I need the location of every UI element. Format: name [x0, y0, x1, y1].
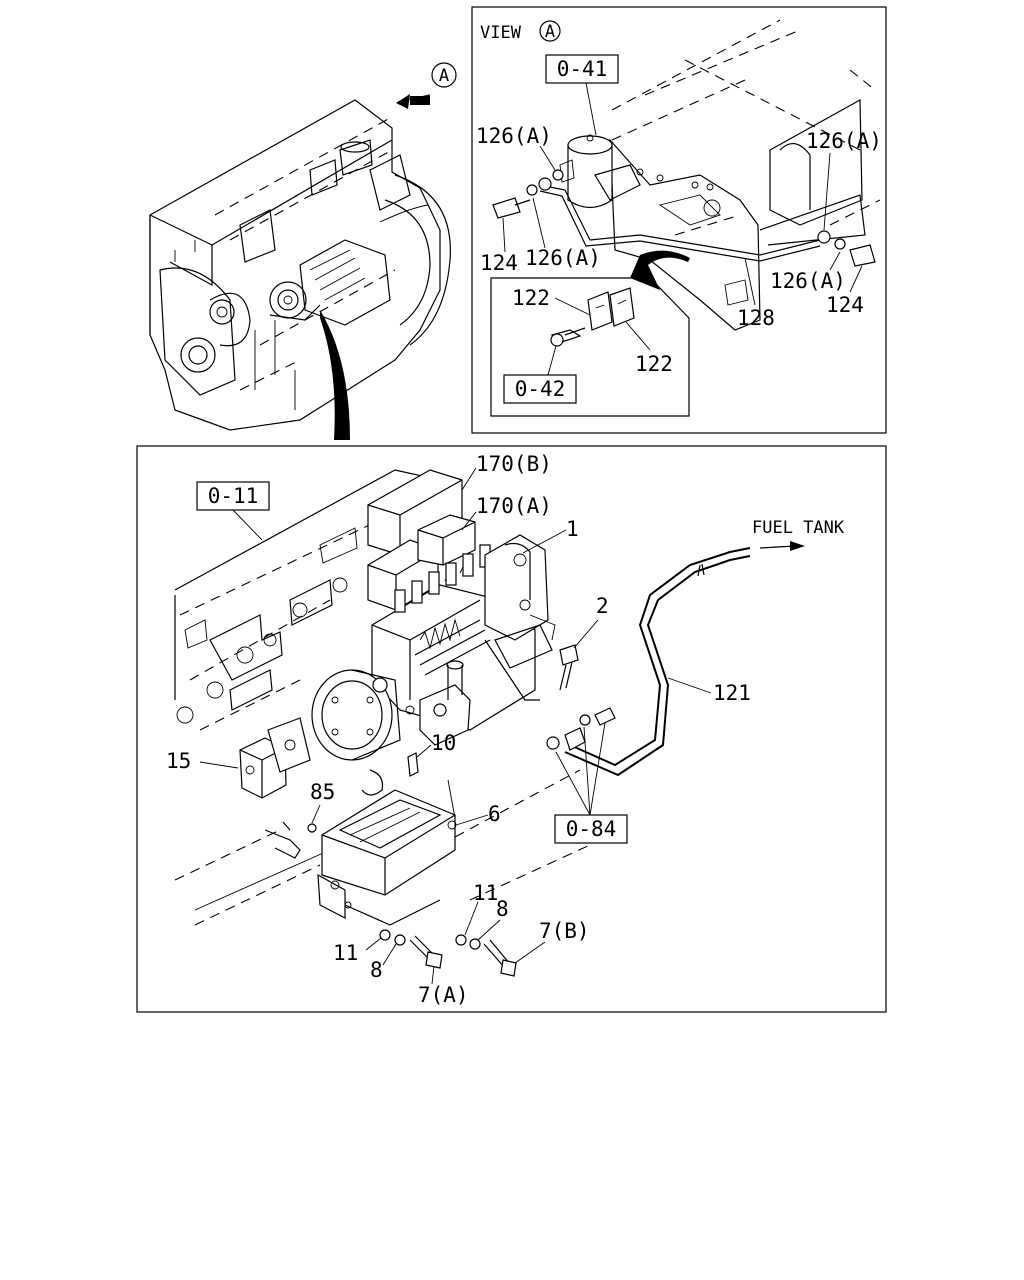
- label-8-2: 8: [496, 897, 509, 921]
- label-11-1: 11: [333, 941, 358, 965]
- label-1: 1: [566, 517, 579, 541]
- view-a-title-letter: A: [545, 22, 555, 42]
- label-122-1: 122: [512, 286, 550, 310]
- label-126a-1: 126(A): [476, 124, 552, 148]
- label-10: 10: [431, 731, 456, 755]
- label-128: 128: [737, 306, 775, 330]
- ref-0-84: 0-84: [566, 817, 617, 841]
- main-assembly-panel: 0-11 170(B) 170(A): [136, 445, 887, 1013]
- ref-0-42: 0-42: [515, 377, 566, 401]
- label-122-2: 122: [635, 352, 673, 376]
- view-a-panel: VIEW A 0-41: [471, 6, 887, 434]
- label-8-1: 8: [370, 958, 383, 982]
- label-11-2: 11: [473, 881, 498, 905]
- view-marker-letter: A: [439, 66, 449, 86]
- label-170a: 170(A): [476, 494, 552, 518]
- label-126a-4: 126(A): [770, 269, 846, 293]
- label-121: 121: [713, 681, 751, 705]
- view-a-title: VIEW: [480, 23, 522, 43]
- label-6: 6: [488, 802, 501, 826]
- label-126a-3: 126(A): [806, 129, 882, 153]
- label-170b: 170(B): [476, 452, 552, 476]
- label-124-2: 124: [826, 293, 864, 317]
- label-85: 85: [310, 780, 335, 804]
- label-7a: 7(A): [418, 983, 469, 1007]
- engine-overview: A: [149, 62, 457, 440]
- label-126a-2: 126(A): [525, 246, 601, 270]
- ref-0-11: 0-11: [208, 484, 259, 508]
- label-124-1: 124: [480, 251, 518, 275]
- label-15: 15: [166, 749, 191, 773]
- ref-0-41: 0-41: [557, 57, 608, 81]
- label-2: 2: [596, 594, 609, 618]
- fuel-tank-label: FUEL TANK: [752, 518, 845, 538]
- label-7b: 7(B): [539, 919, 590, 943]
